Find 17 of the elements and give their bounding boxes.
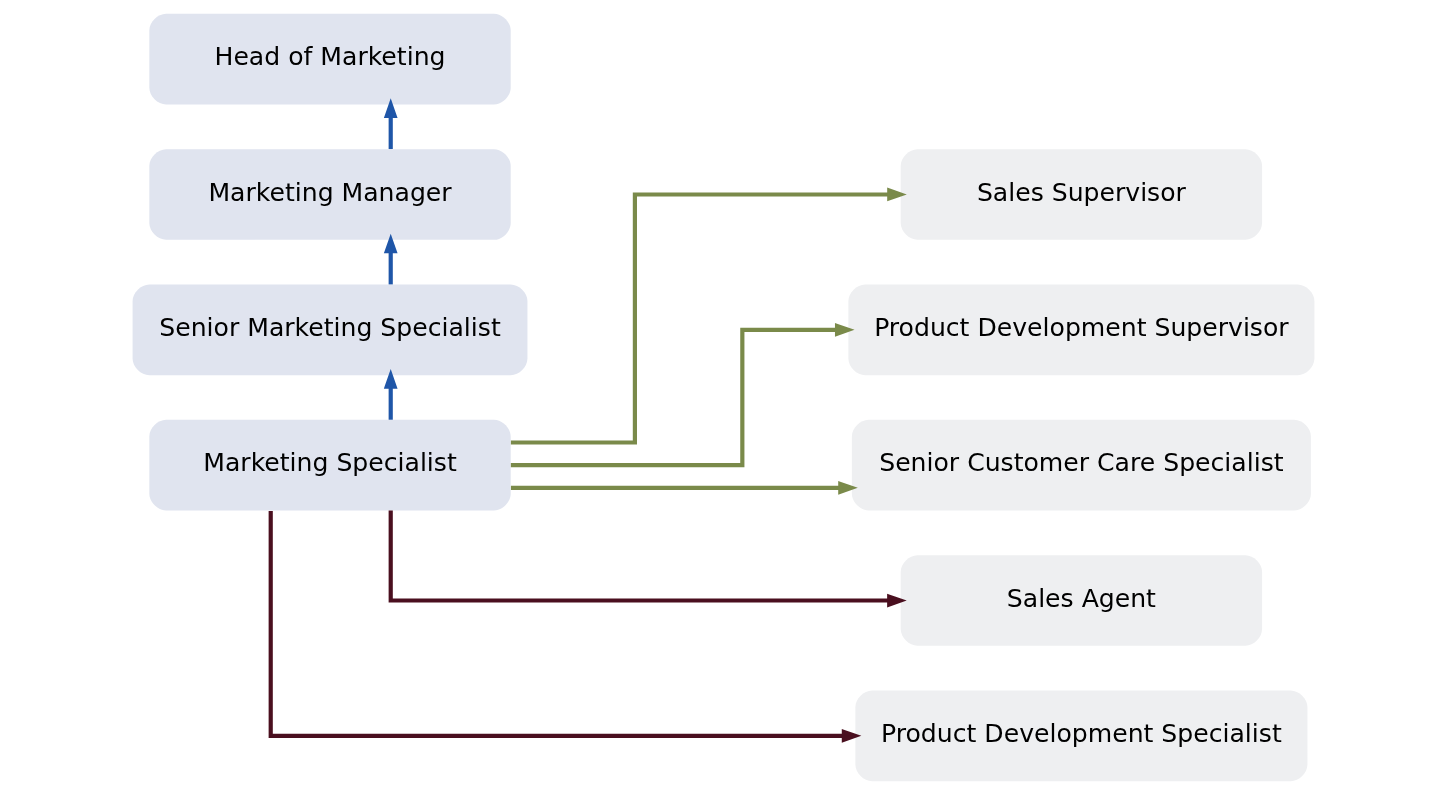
arrow (510, 322, 855, 468)
node-box: Product Development Supervisor (848, 284, 1315, 376)
node-box: Product Development Specialist (855, 690, 1308, 782)
arrow (388, 510, 907, 608)
arrow (383, 369, 398, 420)
node-box: Head of Marketing (149, 13, 511, 105)
node-box: Marketing Manager (149, 149, 511, 240)
arrow (383, 98, 398, 150)
node-box: Sales Agent (900, 555, 1263, 646)
arrow (510, 481, 858, 495)
arrow (510, 187, 907, 445)
arrow (268, 511, 862, 743)
node-box: Sales Supervisor (900, 149, 1263, 240)
arrow (383, 233, 398, 285)
node-box: Senior Customer Care Specialist (851, 419, 1311, 511)
node-box: Marketing Specialist (149, 419, 511, 511)
node-box: Senior Marketing Specialist (132, 284, 528, 376)
